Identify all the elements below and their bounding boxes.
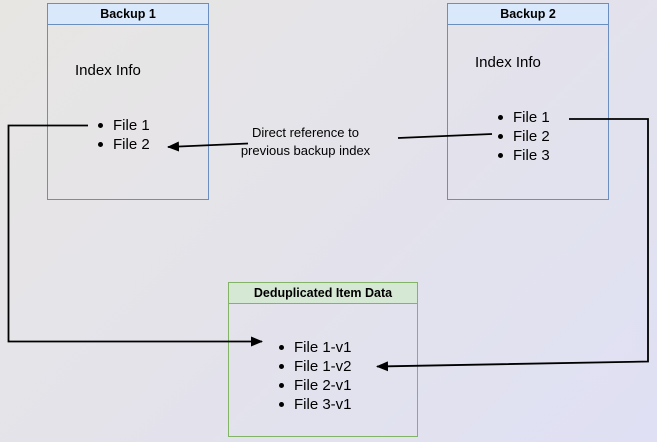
bullet-icon xyxy=(498,134,503,139)
backup2-title: Backup 2 xyxy=(500,7,556,21)
reference-annotation: Direct reference to previous backup inde… xyxy=(218,124,393,160)
list-item: File 2 xyxy=(498,127,550,146)
bullet-icon xyxy=(279,383,284,388)
list-item: File 2 xyxy=(98,135,150,154)
dedup-box: Deduplicated Item Data File 1-v1 File 1-… xyxy=(228,282,418,437)
dedup-header: Deduplicated Item Data xyxy=(229,283,417,304)
file-label: File 2 xyxy=(513,128,550,145)
backup1-file-list: File 1 File 2 xyxy=(98,116,150,154)
file-label: File 1-v1 xyxy=(294,339,352,356)
dedup-title: Deduplicated Item Data xyxy=(253,286,393,300)
backup2-file-list: File 1 File 2 File 3 xyxy=(498,108,550,165)
file-label: File 1-v2 xyxy=(294,358,352,375)
file-label: File 3 xyxy=(513,147,550,164)
file-label: File 1 xyxy=(113,117,150,134)
backup1-index-label: Index Info xyxy=(75,62,141,79)
list-item: File 2-v1 xyxy=(279,376,352,395)
file-label: File 2-v1 xyxy=(294,377,352,394)
annotation-line2: previous backup index xyxy=(240,143,371,158)
list-item: File 1-v2 xyxy=(279,357,352,376)
bullet-icon xyxy=(279,402,284,407)
list-item: File 3 xyxy=(498,146,550,165)
bullet-icon xyxy=(498,153,503,158)
bullet-icon xyxy=(498,115,503,120)
bullet-icon xyxy=(279,364,284,369)
file-label: File 2 xyxy=(113,136,150,153)
bullet-icon xyxy=(98,123,103,128)
backup1-box: Backup 1 Index Info File 1 File 2 xyxy=(47,3,209,200)
list-item: File 3-v1 xyxy=(279,395,352,414)
file-label: File 1 xyxy=(513,109,550,126)
backup2-header: Backup 2 xyxy=(448,4,608,25)
backup1-header: Backup 1 xyxy=(48,4,208,25)
backup2-box: Backup 2 Index Info File 1 File 2 File 3 xyxy=(447,3,609,200)
dedup-file-list: File 1-v1 File 1-v2 File 2-v1 File 3-v1 xyxy=(279,338,352,414)
annotation-line1: Direct reference to xyxy=(252,125,359,140)
backup1-title: Backup 1 xyxy=(100,7,156,21)
backup2-index-label: Index Info xyxy=(475,54,541,71)
file-label: File 3-v1 xyxy=(294,396,352,413)
bullet-icon xyxy=(279,345,284,350)
list-item: File 1 xyxy=(98,116,150,135)
bullet-icon xyxy=(98,142,103,147)
list-item: File 1 xyxy=(498,108,550,127)
list-item: File 1-v1 xyxy=(279,338,352,357)
